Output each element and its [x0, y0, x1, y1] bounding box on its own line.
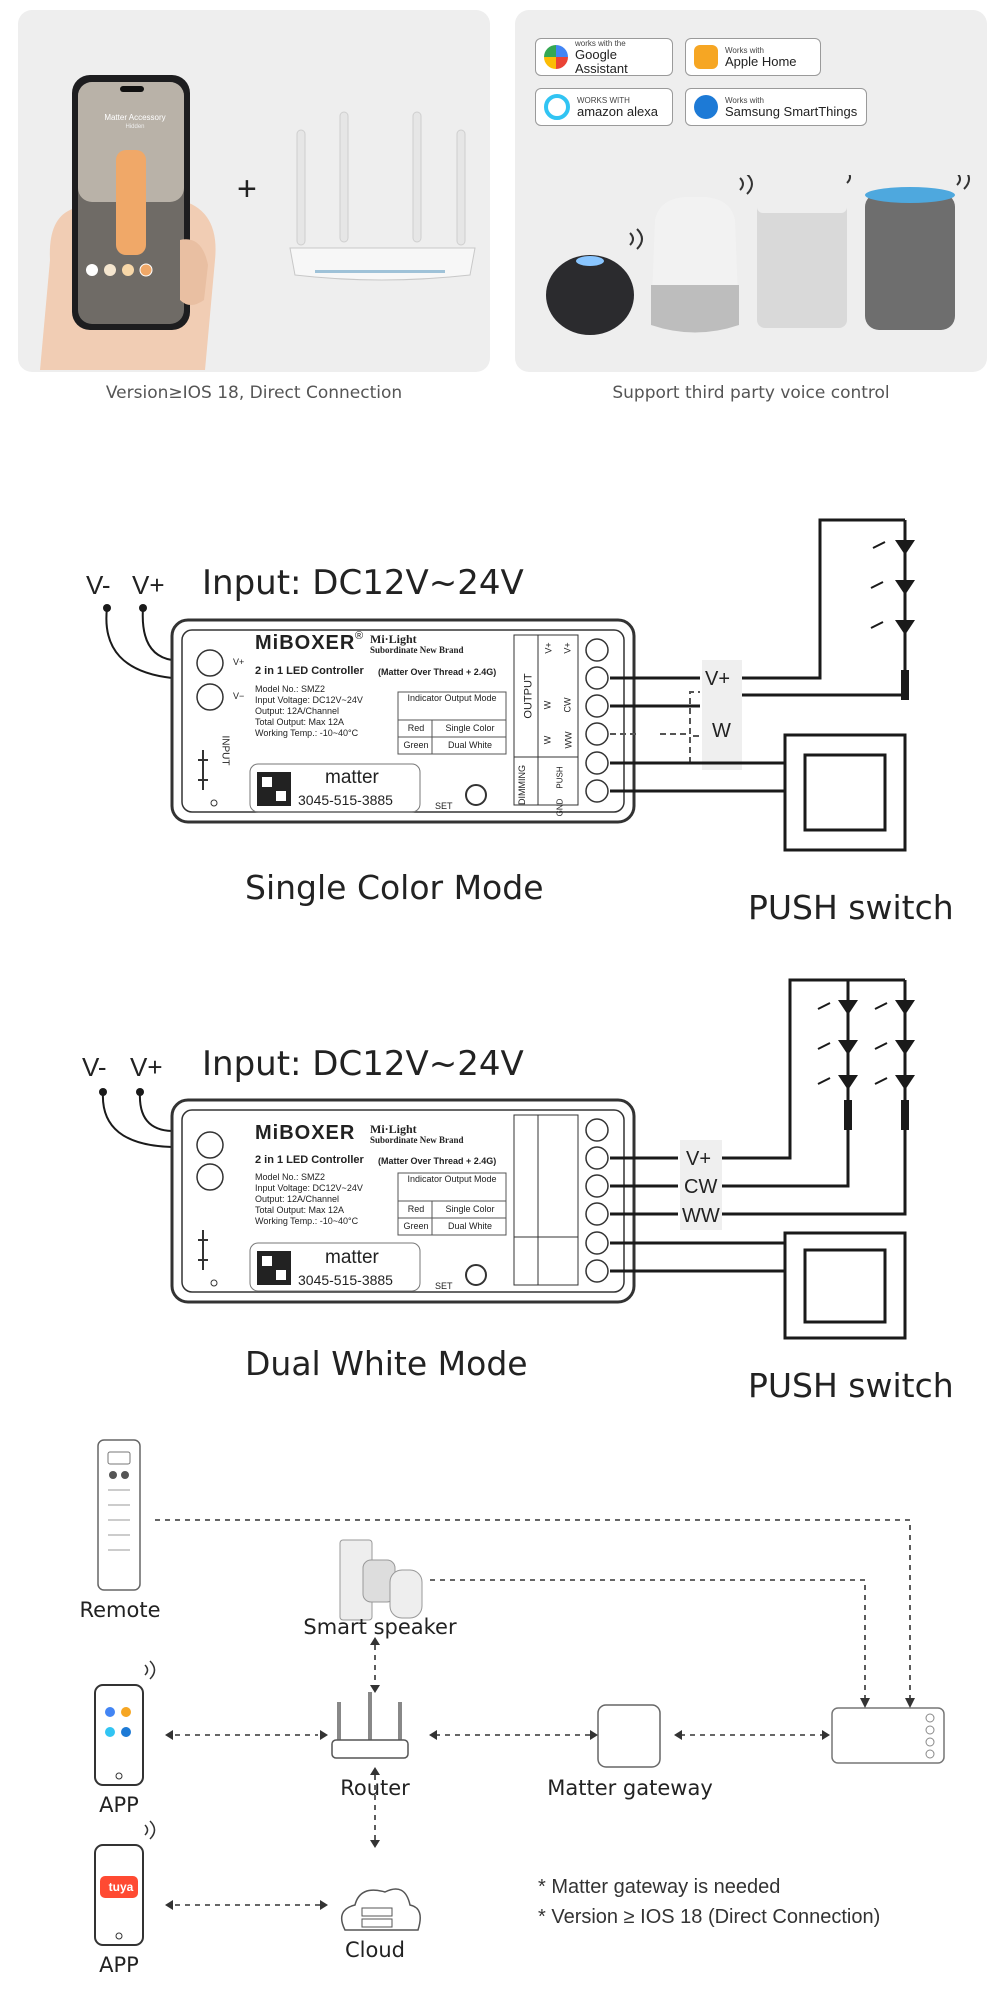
vminus-label: V-	[82, 1052, 107, 1082]
phone-subtitle: Hidden	[125, 124, 145, 130]
output-terminal-label: WW	[563, 731, 574, 749]
apple-home-icon	[694, 45, 718, 69]
input-side-label: INPUT	[219, 735, 231, 766]
wire-label-ww: WW	[682, 1205, 720, 1227]
dimming-group-label: DIMMING	[517, 765, 527, 805]
brand-logo: MiBOXER	[255, 1122, 356, 1144]
spec-line: Output: 12A/Channel	[255, 706, 340, 716]
wire-label-cw: CW	[684, 1176, 718, 1198]
single-color-mode-title: Single Color Mode	[245, 868, 544, 907]
product-note: (Matter Over Thread + 2.4G)	[378, 1156, 497, 1166]
matter-logo-text: matter	[325, 767, 379, 788]
spec-line: Output: 12A/Channel	[255, 1194, 340, 1204]
terminal-vplus-label: V+	[233, 657, 245, 667]
set-label: SET	[435, 1281, 453, 1291]
indicator-color: Red	[407, 1204, 425, 1214]
app-label: APP	[99, 1953, 139, 1977]
spec-line: Input Voltage: DC12V~24V	[255, 1183, 363, 1193]
vplus-label: V+	[132, 570, 165, 600]
phone-title: Matter Accessory	[104, 113, 166, 122]
indicator-mode: Dual White	[447, 740, 492, 750]
output-terminal-label: V+	[543, 642, 554, 654]
smartthings-icon	[694, 95, 718, 119]
wire-label-vplus: V+	[705, 668, 731, 690]
app-label: APP	[99, 1793, 139, 1817]
input-voltage-label: Input: DC12V~24V	[202, 1044, 524, 1084]
matter-gateway-label: Matter gateway	[547, 1776, 713, 1800]
note-gateway-needed: * Matter gateway is needed	[538, 1876, 781, 1898]
indicator-mode: Single Color	[445, 723, 495, 733]
vplus-label: V+	[130, 1052, 163, 1082]
google-assistant-icon	[544, 45, 568, 69]
remote-label: Remote	[79, 1598, 161, 1622]
matter-pairing-code: 3045-515-3885	[298, 792, 393, 808]
plus-sign: +	[237, 170, 257, 208]
milight-label: Mi·Light	[370, 632, 417, 646]
sub-brand-label: Subordinate New Brand	[370, 645, 464, 655]
note-ios-version: * Version ≥ IOS 18 (Direct Connection)	[538, 1906, 881, 1928]
brand-logo: MiBOXER	[255, 632, 356, 654]
dim-terminal-label: GND	[555, 798, 565, 817]
spec-line: Model No.: SMZ2	[255, 1172, 326, 1182]
spec-line: Total Output: Max 12A	[255, 1205, 345, 1215]
output-group-label: OUTPUT	[522, 673, 535, 719]
dual-white-wiring-diagram	[99, 978, 915, 1340]
cloud-label: Cloud	[345, 1938, 405, 1962]
alexa-icon	[544, 94, 570, 120]
spec-line: Input Voltage: DC12V~24V	[255, 695, 363, 705]
smart-speaker-label: Smart speaker	[303, 1615, 457, 1639]
indicator-header: Indicator Output Mode	[407, 1174, 497, 1184]
output-terminal-label: V+	[562, 642, 573, 654]
set-label: SET	[435, 801, 453, 811]
output-terminal-label: CW	[562, 697, 573, 713]
spec-line: Working Temp.: -10~40°C	[255, 1216, 359, 1226]
product-label: 2 in 1 LED Controller	[255, 665, 364, 677]
network-diagram	[94, 1439, 945, 1946]
spec-line: Total Output: Max 12A	[255, 717, 345, 727]
sub-brand-label: Subordinate New Brand	[370, 1135, 464, 1145]
single-color-wiring-diagram	[103, 518, 915, 852]
matter-pairing-code: 3045-515-3885	[298, 1272, 393, 1288]
push-switch-label: PUSH switch	[748, 888, 954, 927]
matter-logo-text: matter	[325, 1247, 379, 1268]
left-panel-caption: Version≥IOS 18, Direct Connection	[105, 383, 403, 403]
router-label: Router	[340, 1776, 410, 1800]
dim-terminal-label: PUSH	[555, 766, 565, 789]
terminal-vminus-label: V−	[233, 691, 245, 701]
indicator-color: Green	[403, 740, 429, 750]
indicator-mode: Single Color	[445, 1204, 495, 1214]
product-note: (Matter Over Thread + 2.4G)	[378, 667, 497, 677]
phone-in-hand-illustration	[40, 75, 216, 370]
push-switch-label: PUSH switch	[748, 1366, 954, 1405]
indicator-color: Green	[403, 1221, 429, 1231]
spec-line: Model No.: SMZ2	[255, 684, 326, 694]
product-label: 2 in 1 LED Controller	[255, 1154, 364, 1166]
output-terminal-label: W	[542, 700, 553, 710]
milight-label: Mi·Light	[370, 1122, 417, 1136]
router-illustration	[289, 111, 476, 281]
spec-line: Working Temp.: -10~40°C	[255, 728, 359, 738]
indicator-mode: Dual White	[447, 1221, 492, 1231]
smart-speakers-illustration	[546, 175, 970, 335]
registered-mark: ®	[355, 630, 364, 642]
indicator-header: Indicator Output Mode	[407, 693, 497, 703]
input-voltage-label: Input: DC12V~24V	[202, 563, 524, 603]
tuya-logo-text: tuya	[108, 1880, 134, 1894]
vminus-label: V-	[86, 570, 111, 600]
output-terminal-label: W	[542, 735, 553, 745]
indicator-color: Red	[407, 723, 425, 733]
dual-white-mode-title: Dual White Mode	[245, 1344, 528, 1383]
right-panel-caption: Support third party voice control	[612, 383, 890, 403]
wire-label-vplus: V+	[686, 1148, 712, 1170]
wire-label-w: W	[712, 720, 731, 742]
